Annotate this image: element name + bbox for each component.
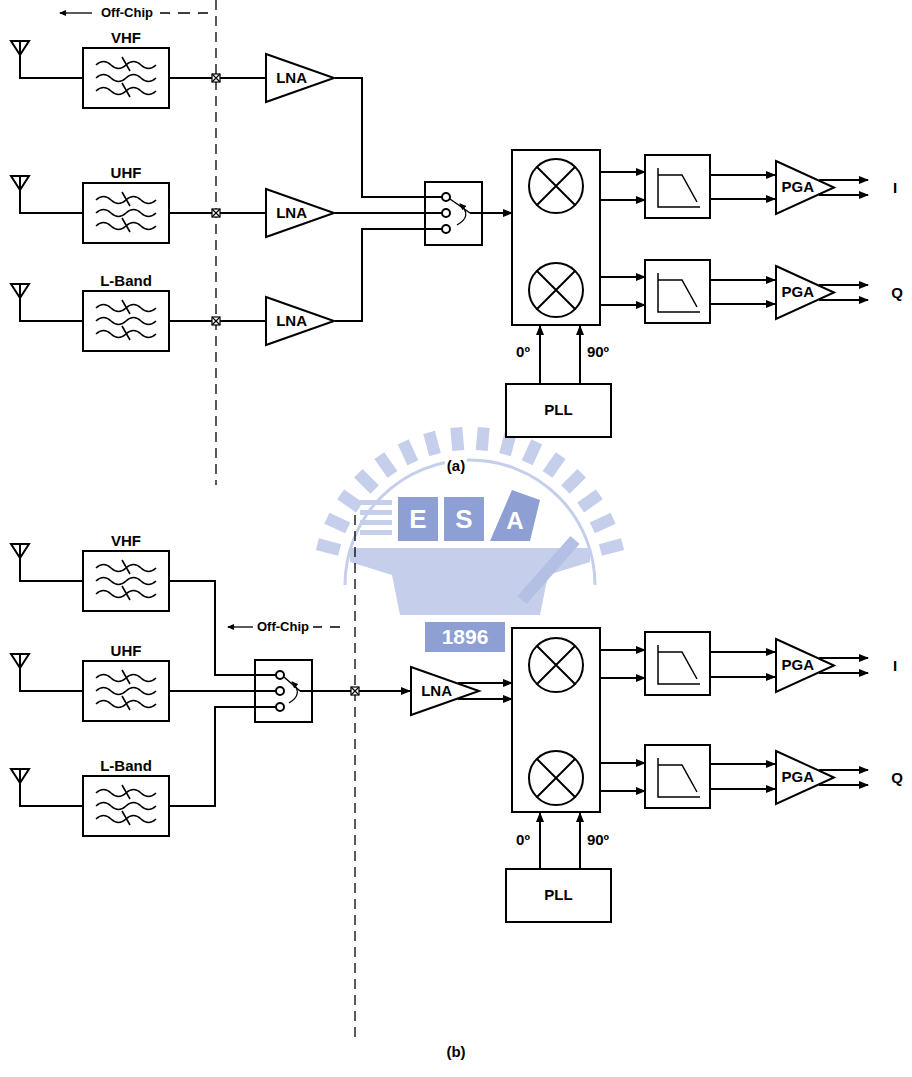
receiver-b-wiring — [11, 515, 868, 1040]
filter-symbol — [84, 777, 168, 835]
filter-block: L-Band — [82, 775, 170, 837]
signal-label: 90º — [585, 831, 611, 850]
block-label: PGA — [782, 179, 815, 196]
block-label: LNA — [421, 683, 452, 700]
signal-label: Q — [889, 769, 905, 788]
band-label: VHF — [111, 533, 141, 550]
amplifier-triangle: PGA — [775, 750, 835, 805]
amplifier-triangle: LNA — [265, 296, 335, 346]
filter-block: UHF — [82, 182, 170, 244]
filter-block: L-Band — [82, 290, 170, 352]
block-label: PLL — [544, 887, 572, 904]
filter-symbol — [84, 292, 168, 350]
filter-waves — [96, 57, 156, 97]
amplifier-triangle: LNA — [265, 188, 335, 238]
filter-waves — [96, 785, 156, 825]
triangle-shape — [266, 189, 334, 237]
block-label: PLL — [544, 402, 572, 419]
band-label: L-Band — [100, 758, 152, 775]
band-label: L-Band — [100, 273, 152, 290]
amplifier-triangle: PGA — [775, 265, 835, 320]
triangle-shape — [266, 54, 334, 102]
process-box: PLL — [505, 383, 612, 438]
signal-label: 0º — [514, 343, 532, 362]
amplifier-triangle: LNA — [410, 666, 480, 716]
block-label: LNA — [276, 313, 307, 330]
band-label: UHF — [111, 165, 142, 182]
signal-label: Off-Chip — [99, 5, 155, 21]
block-label: LNA — [276, 205, 307, 222]
signal-label: 0º — [514, 831, 532, 850]
filter-block: VHF — [82, 550, 170, 612]
band-label: UHF — [111, 643, 142, 660]
filter-symbol — [84, 662, 168, 720]
watermark-text: 1896 — [440, 624, 491, 649]
triangle-shape — [411, 667, 479, 715]
signal-label: (a) — [445, 457, 467, 476]
block-label: LNA — [276, 70, 307, 87]
band-label: VHF — [111, 30, 141, 47]
signal-label: Off-Chip — [255, 619, 311, 635]
filter-waves — [96, 560, 156, 600]
filter-symbol — [84, 49, 168, 107]
watermark-text: S — [453, 504, 474, 535]
filter-block: UHF — [82, 660, 170, 722]
filter-block: VHF — [82, 47, 170, 109]
block-label: PGA — [782, 769, 815, 786]
triangle-shape — [776, 161, 834, 214]
block-label: PGA — [782, 284, 815, 301]
triangle-shape — [776, 266, 834, 319]
watermark-text: A — [504, 507, 525, 535]
amplifier-triangle: PGA — [775, 160, 835, 215]
triangle-shape — [776, 751, 834, 804]
signal-label: 90º — [585, 343, 611, 362]
process-box: PLL — [505, 868, 612, 923]
block-label: PGA — [782, 657, 815, 674]
filter-waves — [96, 192, 156, 232]
triangle-shape — [776, 639, 834, 692]
receiver-a-wiring — [11, 0, 868, 485]
amplifier-triangle: LNA — [265, 53, 335, 103]
watermark-text: E — [407, 504, 428, 535]
watermark-logo — [317, 428, 622, 652]
filter-symbol — [84, 184, 168, 242]
filter-waves — [96, 670, 156, 710]
signal-label: I — [891, 657, 899, 676]
signal-label: Q — [889, 284, 905, 303]
triangle-shape — [266, 297, 334, 345]
filter-symbol — [84, 552, 168, 610]
signal-label: I — [891, 179, 899, 198]
amplifier-triangle: PGA — [775, 638, 835, 693]
filter-waves — [96, 300, 156, 340]
signal-label: (b) — [444, 1043, 467, 1062]
